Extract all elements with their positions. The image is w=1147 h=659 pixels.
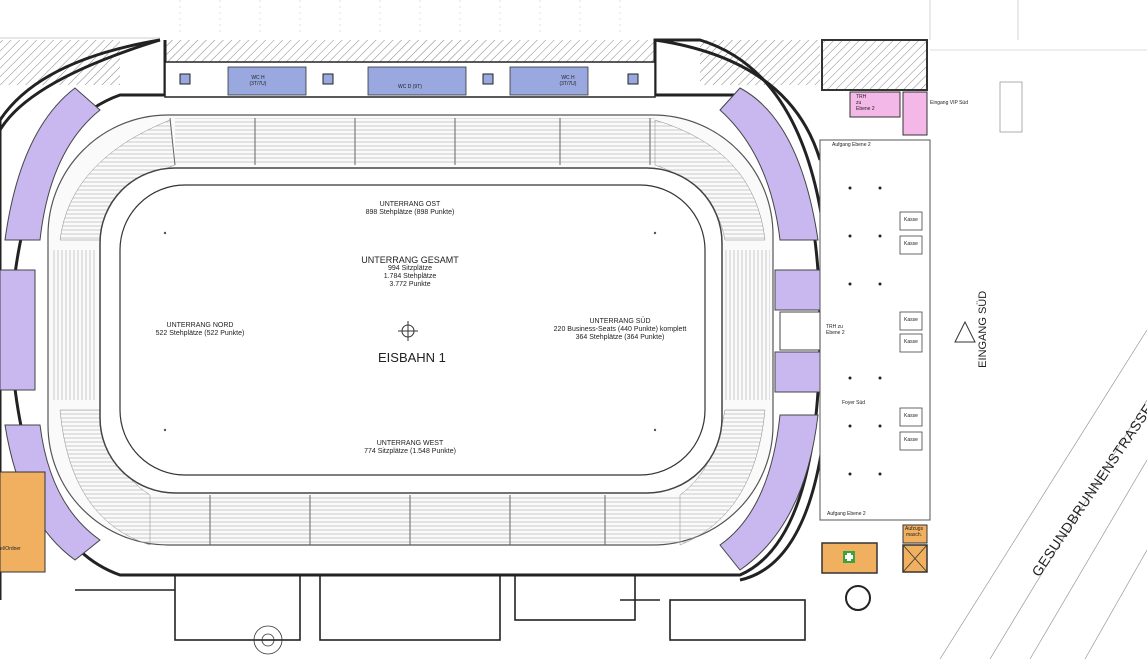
seats-corner-se [679,409,766,546]
bottom-rooms [75,574,806,641]
ost-block: UNTERRANG OST 898 Stehplätze (898 Punkte… [340,201,480,217]
center-mark [398,321,418,341]
trh-vip-label: TRH zu Ebene 2 [856,94,875,112]
total-line2: 1.784 Stehplätze [383,273,437,281]
orange-aufzug-room [902,524,928,544]
trh-mid-label: TRH zu Ebene 2 [826,324,845,337]
wc2-label: WC D (9T) [398,84,422,90]
sued-title: UNTERRANG SÜD [589,318,651,325]
aufzug-b: masch. [905,531,923,538]
seats-north [52,250,97,400]
wc-h-right [509,66,589,96]
kasse-6: Kasse [904,437,918,443]
rink-name: EISBAHN 1 [378,350,446,365]
arena-outer-arc-left [0,38,161,600]
nord-detail: 522 Stehplätze (522 Punkte) [155,330,245,338]
total-title: UNTERRANG GESAMT [361,255,459,265]
sued-detail1: 220 Business-Seats (440 Punkte) komplett [553,326,687,334]
wc-d-center [367,66,467,96]
kasse-1: Kasse [904,217,918,223]
lavender-zone-right-lower [719,414,819,571]
wc3-label: WC H (3T/7U) [548,75,588,88]
kasse-booths [899,211,923,451]
aisles-east [169,117,651,545]
sued-detail2: 364 Stehplätze (364 Punkte) [575,334,665,342]
total-line3: 3.772 Punkte [389,281,431,289]
kasse-5: Kasse [904,413,918,419]
lavender-zone-right-mid1 [774,269,821,311]
trh-vip-b: zu [856,99,862,106]
west-detail: 774 Sitzplätze (1.548 Punkte) [364,448,456,456]
entrance-triangle-icon [954,320,976,343]
lavender-zone-right-upper [719,87,819,241]
aufzug-label: Aufzugs masch. [905,526,924,539]
sued-block: UNTERRANG SÜD 220 Business-Seats (440 Pu… [535,318,705,342]
west-block: UNTERRANG WEST 774 Sitzplätze (1.548 Pun… [340,440,480,456]
orange-room-left [0,471,46,573]
seats-east [175,118,655,164]
total-line1: 994 Sitzplätze [388,265,432,273]
wc1-count: (3T/7U) [249,80,267,87]
trh-stair-mid [779,311,821,351]
hatched-wall-top [165,40,655,62]
lavender-zone-left-mid [0,269,36,391]
wc3-name: WC H [561,75,575,81]
trh-mid-a: TRH zu [826,324,843,330]
trh-vip-c: Ebene 2 [856,105,875,112]
kasse-3: Kasse [904,317,918,323]
trh-mid-b: Ebene 2 [826,329,845,336]
total-block: UNTERRANG GESAMT 994 Sitzplätze 1.784 St… [340,255,480,289]
arena-outer-arc-right [654,38,822,161]
ordner-label: el/Ordner [0,546,21,552]
spiral-stair [253,625,283,655]
wc1-name: WC H [251,75,265,81]
entrance-label: EINGANG SÜD [977,290,990,368]
accessible-wc-icons [179,73,639,85]
ost-title: UNTERRANG OST [379,201,441,208]
seats-west [150,495,680,545]
wc3-count: (3T/7U) [559,80,577,87]
ost-detail: 898 Stehplätze (898 Punkte) [365,209,455,217]
kasse-2: Kasse [904,241,918,247]
wc-h-left [227,66,307,96]
foyer-label: Foyer Süd [842,400,866,406]
top-grid-lines [179,0,621,35]
vip-outline [999,81,1023,133]
lavender-zone-left-upper [4,87,101,241]
vip-entrance-label: Eingang VIP Süd [930,100,968,106]
west-title: UNTERRANG WEST [376,440,444,447]
aufgang-bottom-label: Aufgang Ebene 2 [827,511,866,517]
nord-block: UNTERRANG NORD 522 Stehplätze (522 Punkt… [130,322,270,338]
wc1-label: WC H (3T/7U) [238,75,278,88]
kasse-4: Kasse [904,339,918,345]
seats-south [725,250,770,400]
pink-stair-vip [849,91,901,118]
ice-rink [119,184,706,476]
trh-vip-a: TRH [856,94,867,100]
street-lines [939,329,1147,659]
aufgang-top-label: Aufgang Ebene 2 [832,142,871,148]
lavender-zone-right-mid2 [774,351,821,393]
faceoff-dots [163,231,657,432]
round-column [845,585,871,611]
foyer-columns [848,186,882,476]
vip-entrance-box [902,91,928,136]
aufzug-a: Aufzugs [905,526,924,532]
hatched-block-right [821,39,928,91]
nord-title: UNTERRANG NORD [166,322,234,329]
